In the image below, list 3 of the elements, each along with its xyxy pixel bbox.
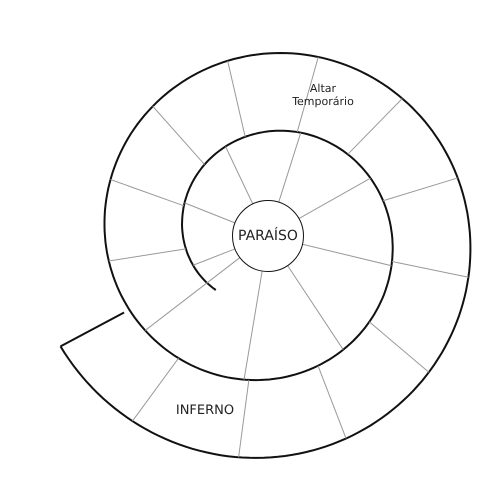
center-circle: PARAÍSO xyxy=(232,200,304,272)
space-label: Altar Temporário xyxy=(278,72,368,118)
space-label: INFERNO xyxy=(170,398,240,422)
